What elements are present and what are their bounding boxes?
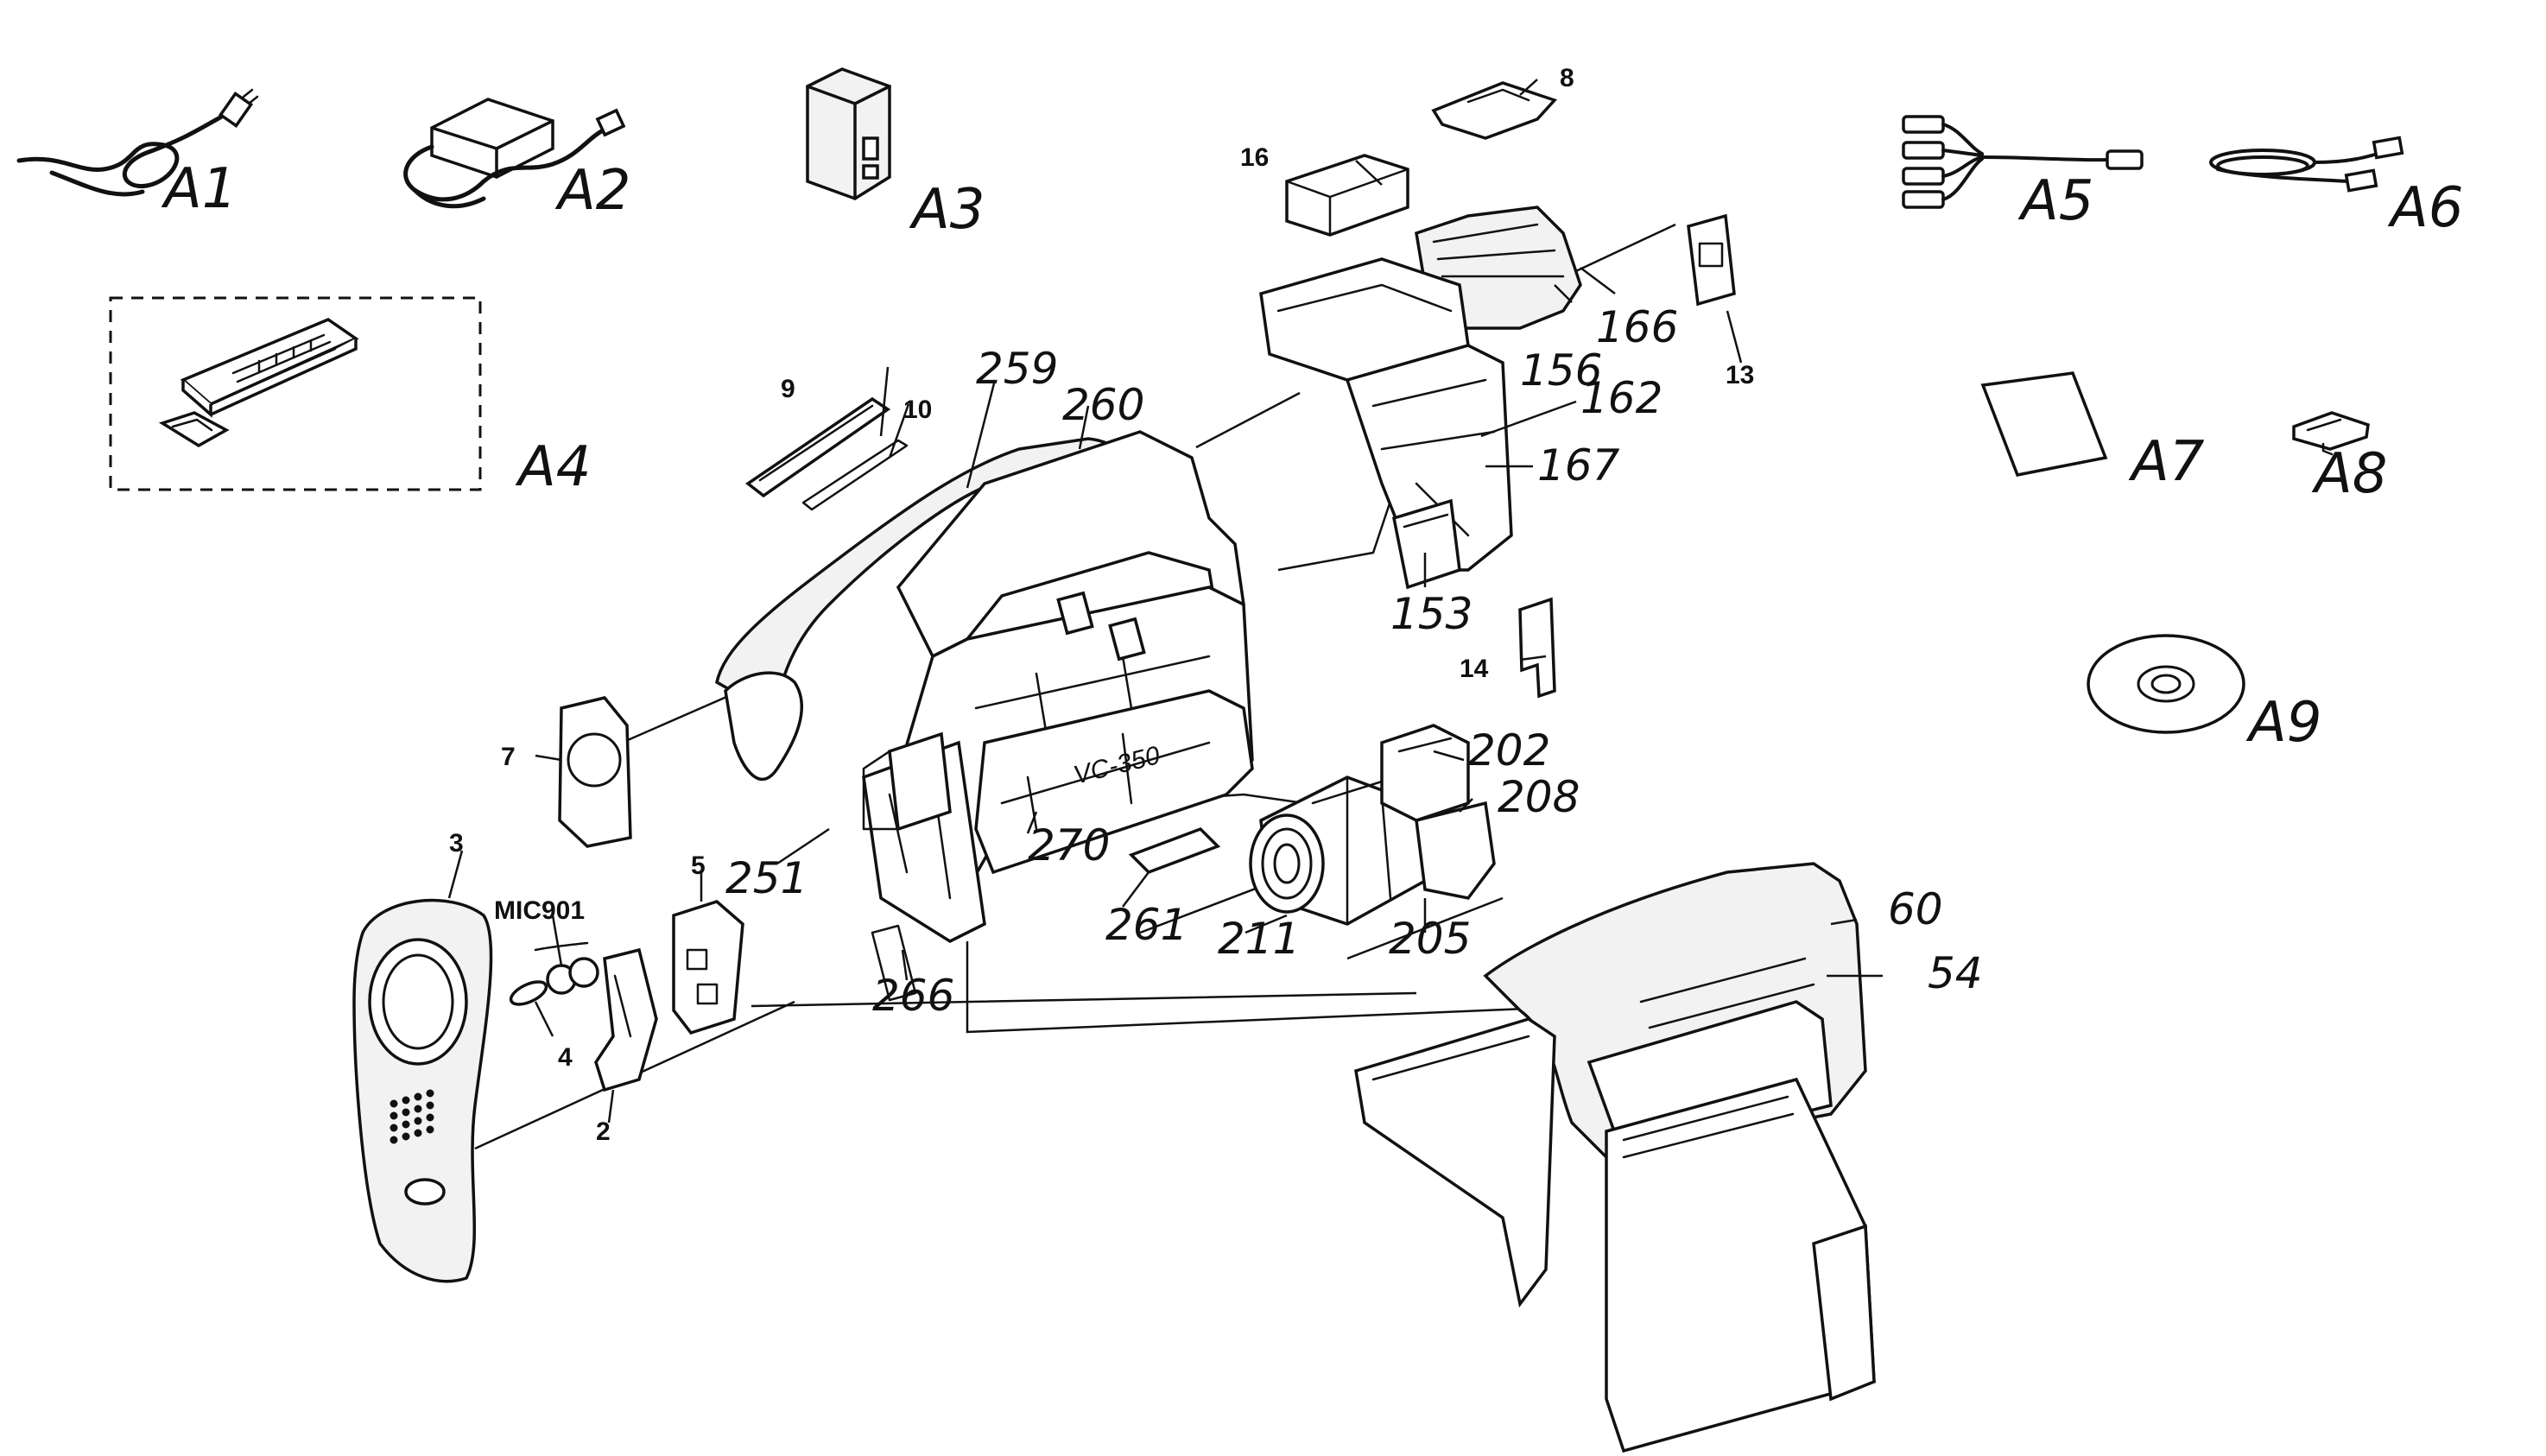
- label-part-14: 14: [1460, 655, 1489, 683]
- part-54-lcd-panel: [1605, 1077, 1876, 1453]
- battery-pack-accessory: [806, 67, 891, 200]
- label-part-167: 167: [1537, 440, 1620, 491]
- label-part-10: 10: [903, 396, 932, 424]
- part-9-strip: [745, 396, 891, 498]
- label-a9: A9: [2245, 691, 2322, 755]
- part-251-frame: [862, 731, 952, 832]
- part-10-strip: [801, 439, 909, 511]
- label-a5: A5: [2017, 169, 2094, 233]
- label-part-2: 2: [596, 1117, 611, 1146]
- part-13-board: [1687, 213, 1736, 307]
- part-number-labels: 9 10 259 260 16 8 156 166 162 167 153 13…: [449, 64, 1983, 1146]
- label-part-259: 259: [976, 344, 1058, 394]
- label-part-156: 156: [1520, 345, 1602, 396]
- part-4-cushion: [509, 980, 548, 1006]
- label-part-205: 205: [1389, 914, 1471, 964]
- part-14-cable: [1518, 597, 1556, 699]
- label-a4: A4: [515, 435, 592, 499]
- label-a2: A2: [554, 159, 631, 223]
- part-7-lens-cover: [558, 696, 632, 848]
- part-16-block: [1285, 154, 1409, 237]
- label-part-153: 153: [1390, 589, 1472, 639]
- lens-barrel-housing: [1259, 206, 1582, 572]
- part-202-frame: [1380, 724, 1470, 822]
- label-a7: A7: [2128, 430, 2205, 494]
- label-part-60: 60: [1888, 884, 1943, 934]
- lcd-hinge-panel: [1354, 1017, 1556, 1308]
- accessory-labels: A1 A2 A3 A4 A5 A6 A7 A8 A9: [161, 157, 2464, 755]
- part-153-bracket: [1391, 498, 1461, 590]
- label-part-166: 166: [1596, 302, 1678, 352]
- label-part-261: 261: [1105, 900, 1188, 950]
- cd-rom-accessory: [2087, 634, 2245, 734]
- label-part-3: 3: [449, 829, 464, 858]
- label-part-251: 251: [725, 853, 808, 903]
- label-part-208: 208: [1498, 772, 1580, 822]
- part-5-holder: [672, 900, 744, 1035]
- label-part-5: 5: [691, 851, 706, 880]
- part-261-bracket: [1128, 826, 1221, 875]
- part-2-board: [594, 947, 658, 1092]
- label-part-7: 7: [501, 743, 516, 771]
- label-part-270: 270: [1028, 820, 1110, 870]
- usb-cable-accessory: [2209, 136, 2404, 193]
- label-a8: A8: [2311, 442, 2388, 506]
- label-a1: A1: [161, 157, 238, 221]
- label-part-202: 202: [1468, 725, 1550, 775]
- part-208-shield: [1415, 801, 1496, 900]
- label-part-260: 260: [1062, 380, 1144, 430]
- part-3-front-cover: [352, 898, 493, 1283]
- label-part-266: 266: [872, 971, 954, 1021]
- label-part-8: 8: [1560, 64, 1574, 92]
- part-270-board: [1026, 775, 1038, 831]
- label-a3: A3: [909, 178, 985, 242]
- label-part-13: 13: [1726, 361, 1754, 389]
- label-mic901: MIC901: [494, 896, 585, 925]
- instruction-sheet-accessory: [1980, 371, 2108, 478]
- ac-adapter-accessory: [403, 98, 626, 209]
- label-part-9: 9: [781, 375, 795, 403]
- label-part-54: 54: [1928, 948, 1983, 998]
- part-211-lens-block: [1249, 775, 1427, 926]
- av-cable-accessory: [1902, 115, 2144, 209]
- clip-accessory: [2292, 411, 2370, 456]
- part-8-shield: [1431, 81, 1558, 140]
- power-cord-accessory: [16, 88, 259, 197]
- remote-control-accessory: [109, 296, 482, 491]
- label-part-162: 162: [1580, 373, 1662, 423]
- label-part-211: 211: [1218, 914, 1300, 964]
- label-part-4: 4: [558, 1043, 573, 1072]
- label-a6: A6: [2387, 176, 2464, 240]
- part-266-cable: [871, 924, 917, 1002]
- label-part-16: 16: [1240, 143, 1269, 172]
- leader-lines: [447, 79, 1883, 1124]
